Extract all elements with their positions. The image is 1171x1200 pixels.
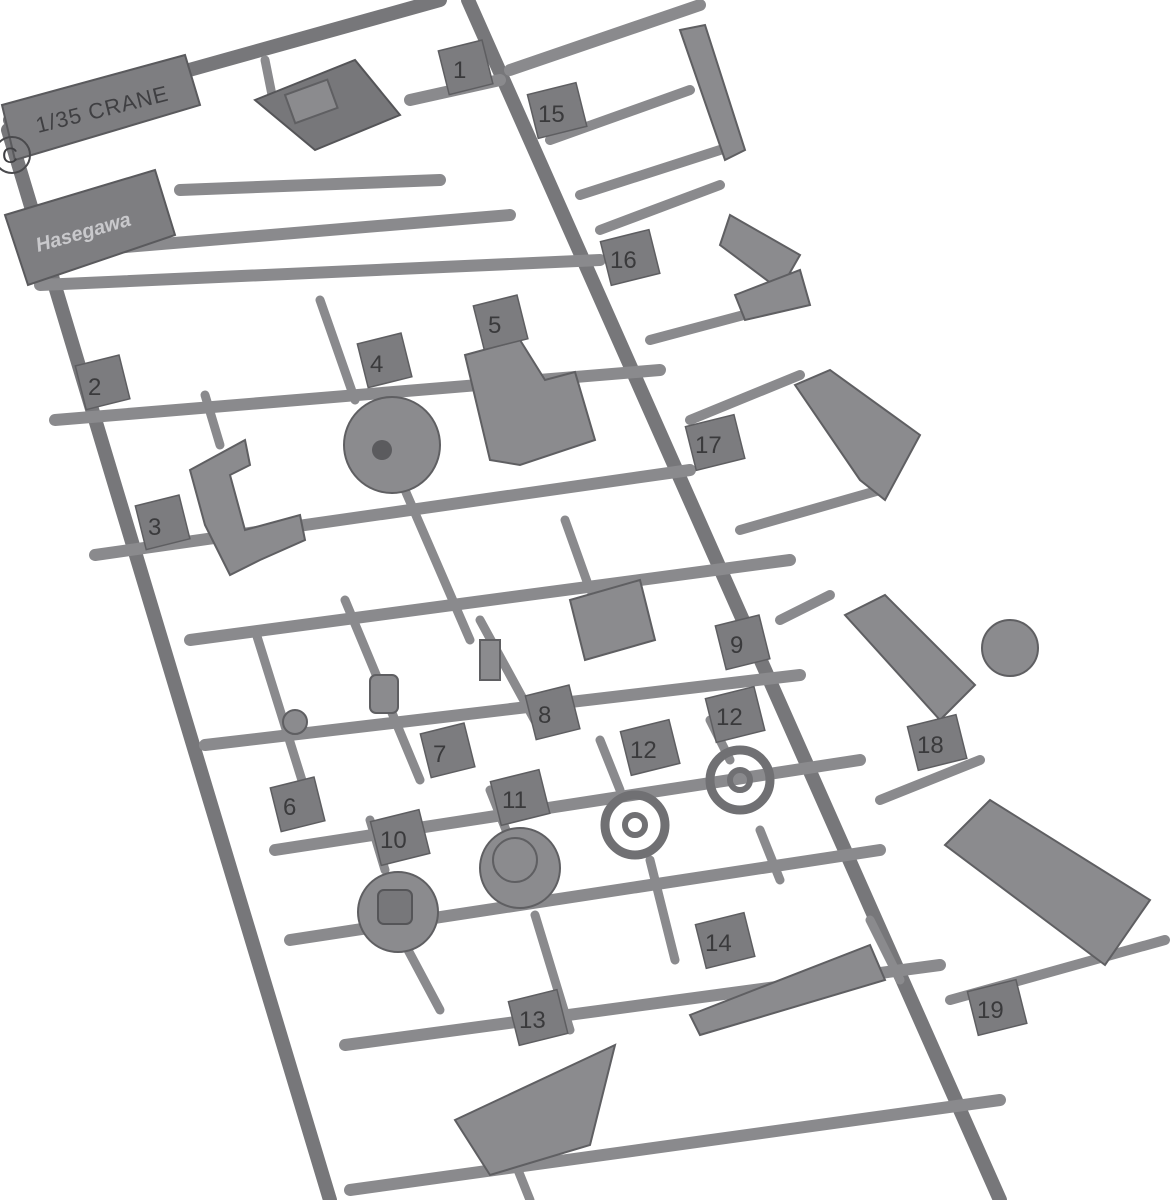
svg-text:14: 14 — [705, 930, 732, 957]
part-tag-11: 11 — [489, 768, 551, 827]
part-tag-3: 3 — [134, 494, 191, 551]
part-cone-14 — [688, 943, 887, 1037]
runner — [545, 85, 695, 145]
part-plate — [568, 578, 657, 662]
runner — [199, 669, 806, 751]
part-hatch-handle — [377, 889, 413, 925]
runner-stub — [400, 485, 475, 645]
svg-text:8: 8 — [538, 702, 551, 729]
part-tag-8: 8 — [524, 684, 581, 741]
runner — [575, 145, 725, 200]
frame-diagonal — [461, 0, 1007, 1200]
svg-text:4: 4 — [370, 351, 383, 378]
part-cradle-17 — [793, 368, 922, 502]
svg-text:17: 17 — [695, 432, 722, 459]
part-box-19 — [943, 798, 1152, 967]
svg-text:1: 1 — [453, 57, 466, 84]
part-bracket-3 — [188, 438, 307, 577]
runner — [685, 370, 805, 425]
runner — [174, 174, 446, 196]
svg-text:15: 15 — [538, 101, 565, 128]
part-tag-6: 6 — [269, 776, 326, 833]
parts — [188, 23, 1152, 1177]
copyright-symbol-icon — [0, 136, 31, 174]
part-tag-12b: 12 — [704, 685, 766, 744]
sprue-runners — [24, 0, 1170, 1200]
runner-stub — [645, 855, 680, 965]
part-tag-14: 14 — [694, 911, 756, 970]
svg-text:12: 12 — [716, 704, 743, 731]
runner — [595, 180, 725, 235]
runner — [184, 554, 796, 646]
svg-text:6: 6 — [283, 794, 296, 821]
part-tag-15: 15 — [526, 81, 588, 140]
scale-plate: C 1/35 CRANE — [0, 53, 202, 174]
svg-text:11: 11 — [502, 787, 527, 814]
svg-text:9: 9 — [730, 632, 743, 659]
part-tag-16: 16 — [599, 228, 661, 287]
svg-text:10: 10 — [380, 827, 407, 854]
runner-stub — [200, 390, 225, 450]
copyright-symbol: C — [2, 143, 19, 168]
runner-stub — [530, 910, 575, 1035]
part-arm-15 — [678, 23, 747, 162]
part-tag-5: 5 — [472, 294, 529, 351]
part-wheel-12a — [600, 790, 670, 860]
svg-text:13: 13 — [519, 1007, 546, 1034]
part-disc-hole — [372, 440, 392, 460]
runner-stub — [595, 735, 625, 795]
part-tag-1: 1 — [437, 39, 494, 96]
runner-stub — [755, 825, 785, 885]
runner-stub — [315, 295, 360, 405]
part-panel-13 — [453, 1043, 617, 1177]
svg-text:7: 7 — [433, 741, 446, 768]
runner — [875, 755, 985, 805]
runner — [735, 485, 885, 535]
runner-stub — [560, 515, 595, 595]
part-tag-10: 10 — [369, 808, 431, 867]
part-wheel-12b — [705, 745, 775, 815]
runner-stub — [250, 625, 310, 795]
brand-plate: Hasegawa — [3, 168, 177, 287]
part-tag-7: 7 — [419, 722, 476, 779]
part-knob-7 — [369, 674, 399, 714]
runner — [344, 1094, 1006, 1196]
part-tag-4: 4 — [356, 332, 413, 389]
part-tag-12a: 12 — [619, 718, 681, 777]
part-number-tags: 1 2 3 4 5 6 7 8 — [74, 39, 1028, 1047]
part-block-5 — [463, 338, 597, 467]
runner — [504, 0, 706, 76]
svg-text:16: 16 — [610, 247, 637, 274]
part-bracket-16b — [733, 268, 812, 322]
part-tag-17: 17 — [684, 413, 746, 472]
part-cap-top — [492, 837, 538, 883]
part-gearbox-detail — [283, 78, 339, 125]
runner — [89, 464, 696, 561]
runner — [34, 254, 606, 291]
frame-left — [1, 123, 337, 1200]
part-tag-13: 13 — [507, 988, 569, 1047]
runner — [775, 590, 835, 625]
svg-text:5: 5 — [488, 312, 501, 339]
svg-text:2: 2 — [88, 374, 101, 401]
part-tag-9: 9 — [714, 614, 771, 671]
part-disc-4 — [343, 396, 441, 494]
runner-stub — [865, 915, 905, 985]
part-box-18 — [843, 593, 977, 722]
part-tag-2: 2 — [74, 354, 131, 411]
part-ring-6 — [282, 709, 308, 735]
svg-text:19: 19 — [977, 997, 1004, 1024]
part-tag-19: 19 — [966, 978, 1028, 1037]
svg-text:3: 3 — [148, 514, 161, 541]
svg-text:18: 18 — [917, 732, 944, 759]
svg-text:12: 12 — [630, 737, 657, 764]
part-cross-8 — [479, 639, 501, 681]
part-tag-18: 18 — [906, 713, 968, 772]
part-drum-18 — [981, 619, 1039, 677]
